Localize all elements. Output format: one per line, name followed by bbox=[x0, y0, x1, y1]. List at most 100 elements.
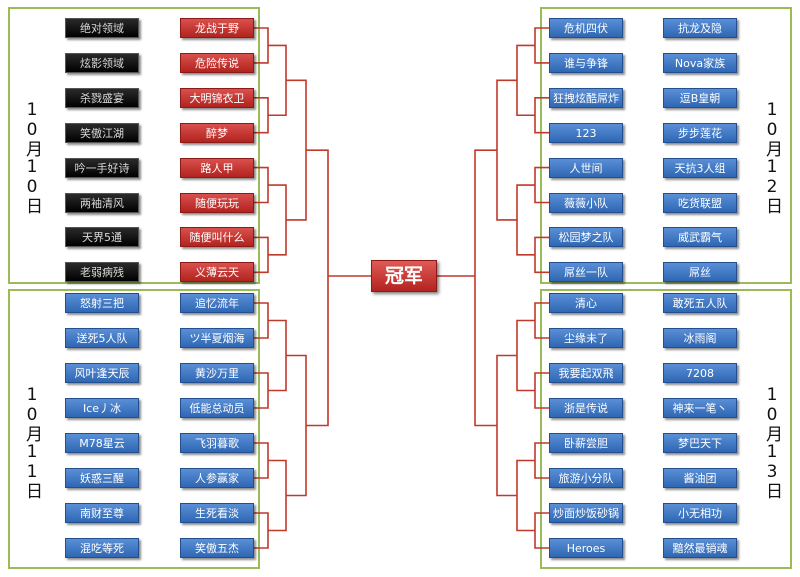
team-box: Nova家族 bbox=[663, 52, 737, 73]
team-box: 狂拽炫酷屌炸 bbox=[549, 87, 623, 108]
connector-line bbox=[254, 236, 269, 274]
connector-line bbox=[534, 302, 549, 339]
date-label-oct-10: 10月10日 bbox=[22, 100, 42, 214]
team-box: 飞羽暮歌 bbox=[180, 433, 254, 453]
connector-line bbox=[254, 27, 269, 64]
team-box: 梦巴天下 bbox=[663, 433, 737, 453]
connector-line bbox=[516, 319, 535, 392]
connector-line bbox=[254, 442, 269, 479]
team-box: 路人甲 bbox=[180, 157, 254, 178]
team-box: 笑傲江湖 bbox=[65, 122, 139, 143]
team-box: 人参赢家 bbox=[180, 468, 254, 488]
team-box: 危机四伏 bbox=[549, 18, 623, 38]
connector-line bbox=[534, 166, 549, 204]
team-box: 冰雨阁 bbox=[663, 328, 737, 348]
team-box: 随便玩玩 bbox=[180, 192, 254, 213]
team-box: 尘缘未了 bbox=[549, 328, 623, 348]
team-box: 薇薇小队 bbox=[549, 192, 623, 213]
team-box: 松园梦之队 bbox=[549, 227, 623, 248]
team-box: 混吃等死 bbox=[65, 538, 139, 558]
connector-line bbox=[306, 149, 329, 427]
team-box: 随便叫什么 bbox=[180, 227, 254, 248]
connector-line bbox=[268, 319, 287, 392]
team-box: 生死看淡 bbox=[180, 503, 254, 523]
team-box: 旅游小分队 bbox=[549, 468, 623, 488]
champion-box: 冠军 bbox=[371, 260, 437, 292]
team-box: 杀戮盛宴 bbox=[65, 87, 139, 108]
team-box: Ice丿冰 bbox=[65, 398, 139, 418]
team-box: 威武霸气 bbox=[663, 227, 737, 248]
date-label-oct-13: 10月13日 bbox=[762, 385, 782, 499]
connector-line bbox=[534, 97, 549, 134]
team-box: 炒面炒饭砂锅 bbox=[549, 503, 623, 523]
team-box: 南财至尊 bbox=[65, 503, 139, 523]
connector-line bbox=[254, 372, 269, 409]
team-box: 我要起双飛 bbox=[549, 363, 623, 383]
team-box: 吟一手好诗 bbox=[65, 157, 139, 178]
team-box: 神来一笔丶 bbox=[663, 398, 737, 418]
team-box: 醉梦 bbox=[180, 122, 254, 143]
team-box: 123 bbox=[549, 122, 623, 143]
team-box: 逗B皇朝 bbox=[663, 87, 737, 108]
team-box: 小无相功 bbox=[663, 503, 737, 523]
connector-line bbox=[516, 184, 535, 256]
quadrant-oct-10-frame bbox=[8, 7, 260, 284]
quadrant-oct-11-frame bbox=[8, 289, 260, 569]
team-box: 两袖清风 bbox=[65, 192, 139, 213]
team-box: 黄沙万里 bbox=[180, 363, 254, 383]
quadrant-oct-13-frame bbox=[540, 289, 792, 569]
connector-line bbox=[268, 459, 287, 532]
team-box: 龙战于野 bbox=[180, 18, 254, 38]
date-label-oct-11: 10月11日 bbox=[22, 385, 42, 499]
team-box: ツ半夏烟海 bbox=[180, 328, 254, 348]
team-box: 妖惑三醒 bbox=[65, 468, 139, 488]
team-box: 吃货联盟 bbox=[663, 192, 737, 213]
team-box: 追忆流年 bbox=[180, 293, 254, 313]
connector-line bbox=[286, 79, 307, 221]
connector-line bbox=[534, 372, 549, 409]
team-box: 谁与争锋 bbox=[549, 52, 623, 73]
team-box: 卧薪尝胆 bbox=[549, 433, 623, 453]
team-box: 天界5通 bbox=[65, 227, 139, 248]
connector-line bbox=[254, 512, 269, 549]
team-box: 抗龙及隐 bbox=[663, 18, 737, 38]
connector-line bbox=[496, 354, 517, 497]
connector-line bbox=[268, 44, 287, 117]
connector-line bbox=[496, 79, 517, 221]
team-box: 屌丝一队 bbox=[549, 262, 623, 283]
team-box: 怒射三把 bbox=[65, 293, 139, 313]
connector-line bbox=[268, 184, 287, 256]
team-box: 送死5人队 bbox=[65, 328, 139, 348]
connector-line bbox=[474, 149, 497, 427]
team-box: 酱油团 bbox=[663, 468, 737, 488]
team-box: 清心 bbox=[549, 293, 623, 313]
team-box: 笑傲五杰 bbox=[180, 538, 254, 558]
team-box: 老弱病残 bbox=[65, 262, 139, 283]
team-box: Heroes bbox=[549, 538, 623, 558]
team-box: 浙是传说 bbox=[549, 398, 623, 418]
connector-line bbox=[534, 512, 549, 549]
connector-line bbox=[534, 236, 549, 274]
team-box: 绝对领域 bbox=[65, 18, 139, 38]
team-box: 人世间 bbox=[549, 157, 623, 178]
connector-line bbox=[286, 354, 307, 497]
team-box: 大明锦衣卫 bbox=[180, 87, 254, 108]
connector-line bbox=[516, 44, 535, 117]
connector-line bbox=[254, 302, 269, 339]
date-label-oct-12: 10月12日 bbox=[762, 100, 782, 214]
team-box: M78星云 bbox=[65, 433, 139, 453]
team-box: 黯然最销魂 bbox=[663, 538, 737, 558]
team-box: 低能总动员 bbox=[180, 398, 254, 418]
team-box: 7208 bbox=[663, 363, 737, 383]
team-box: 义薄云天 bbox=[180, 262, 254, 283]
team-box: 屌丝 bbox=[663, 262, 737, 283]
team-box: 天抗3人组 bbox=[663, 157, 737, 178]
connector-line bbox=[516, 459, 535, 532]
connector-line bbox=[254, 97, 269, 134]
team-box: 危险传说 bbox=[180, 52, 254, 73]
connector-line bbox=[254, 166, 269, 204]
team-box: 风叶逢天辰 bbox=[65, 363, 139, 383]
connector-line bbox=[534, 442, 549, 479]
team-box: 敢死五人队 bbox=[663, 293, 737, 313]
